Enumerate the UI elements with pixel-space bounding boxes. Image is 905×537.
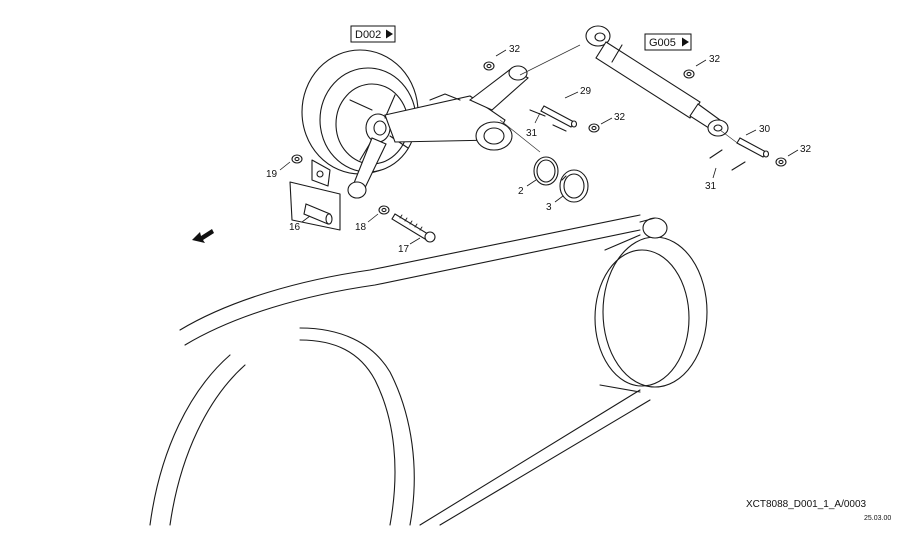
part-18-washer bbox=[378, 205, 390, 215]
part-30-pin bbox=[736, 137, 770, 158]
callout-16: 16 bbox=[289, 222, 301, 233]
idler-pulley bbox=[301, 49, 419, 175]
callout-29: 29 bbox=[580, 86, 592, 97]
part-32-washers-middle bbox=[483, 61, 600, 133]
callout-19: 19 bbox=[266, 169, 278, 180]
reference-d002: D002 bbox=[350, 25, 396, 43]
callout-32-middle: 32 bbox=[614, 112, 626, 123]
part-31-cotter-pins-upper bbox=[529, 109, 567, 132]
reference-label: D002 bbox=[355, 29, 381, 41]
callout-31-right: 31 bbox=[705, 181, 717, 192]
document-date: 25.03.00 bbox=[864, 515, 891, 522]
callout-18: 18 bbox=[355, 222, 367, 233]
document-footer: XCT8088_D001_1_A/0003 25.03.00 bbox=[746, 499, 891, 522]
callout-leaders bbox=[279, 49, 799, 245]
tension-cylinder bbox=[585, 25, 729, 137]
callout-32-top: 32 bbox=[509, 44, 521, 55]
part-19-washer bbox=[291, 154, 303, 164]
part-29-pin bbox=[540, 105, 578, 128]
callout-32-right: 32 bbox=[800, 144, 812, 155]
document-code: XCT8088_D001_1_A/0003 bbox=[746, 499, 867, 510]
part-2-ring bbox=[533, 156, 559, 186]
callout-30: 30 bbox=[759, 124, 771, 135]
reference-arrow-icon bbox=[386, 29, 393, 39]
drive-belt bbox=[149, 214, 651, 526]
reference-arrow-icon bbox=[682, 37, 689, 47]
callout-17: 17 bbox=[398, 244, 410, 255]
reference-g005: G005 bbox=[644, 33, 692, 51]
part-31-cotter-pins-lower bbox=[709, 149, 746, 171]
part-32-washers-right bbox=[683, 69, 787, 167]
callout-32-cylinder: 32 bbox=[709, 54, 721, 65]
tension-arm bbox=[347, 65, 529, 199]
reference-label: G005 bbox=[649, 37, 676, 49]
part-16-spacer bbox=[303, 203, 333, 225]
callout-3: 3 bbox=[546, 202, 552, 213]
callout-2: 2 bbox=[518, 186, 524, 197]
part-17-bolt bbox=[391, 213, 436, 243]
mounting-bracket bbox=[289, 159, 341, 231]
part-3-circlip bbox=[559, 169, 589, 203]
direction-arrow-icon bbox=[192, 229, 214, 243]
drive-pulley bbox=[594, 217, 708, 393]
callout-31-middle: 31 bbox=[526, 128, 538, 139]
callout-numbers: 32 29 31 32 32 30 32 31 19 16 18 17 2 3 bbox=[266, 44, 812, 255]
